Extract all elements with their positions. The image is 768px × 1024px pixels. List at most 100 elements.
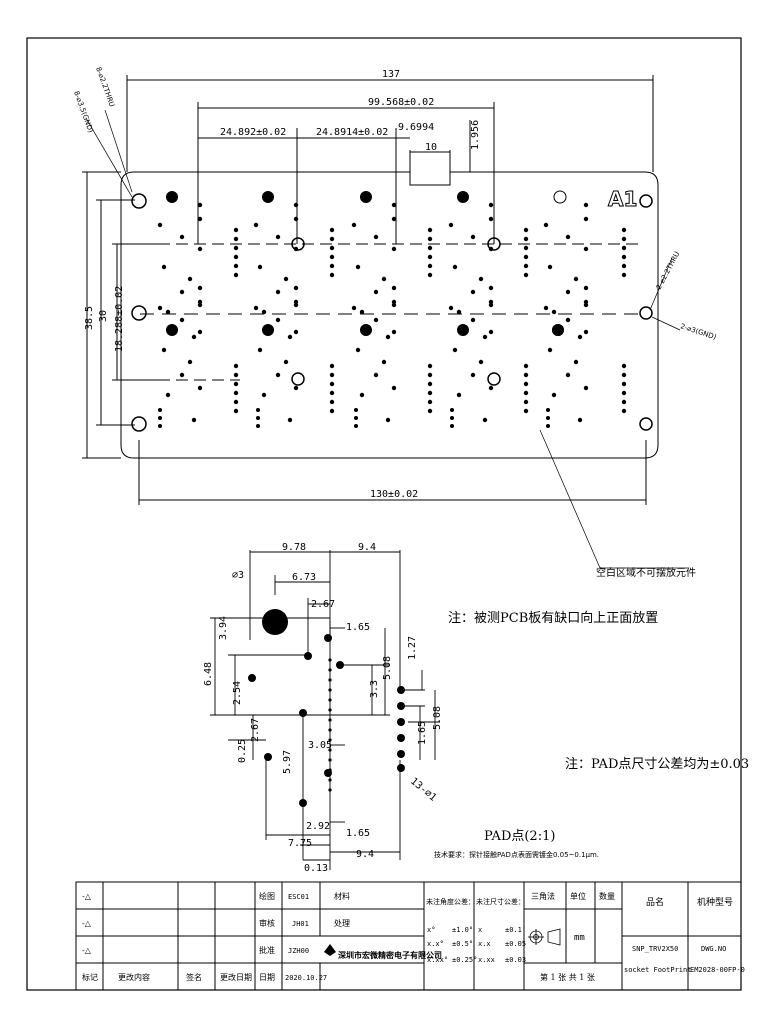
pad-dot [233,254,239,260]
pad-dot [293,299,299,305]
pad-dim-2-67a: 2.67 [311,599,335,610]
pad-dot [427,381,433,387]
dim-tol-1-key: x.x [478,940,491,948]
angle-tol-1-val: ±0.5° [452,940,473,948]
top-view [82,75,659,505]
pad-dot [157,222,163,228]
keepout-note: 空白区域不可摆放元件 [596,566,696,579]
dim-tol-2-val: ±0.03 [505,956,526,964]
pad-dot [523,245,529,251]
dim-tol-0-key: x [478,926,482,934]
pad-dot [329,263,335,269]
pad-dot [523,263,529,269]
pad-dot [621,263,627,269]
col-header-sign: 签名 [186,972,202,982]
pad-point [328,768,332,772]
pad-dot [577,334,583,340]
pad-dot [488,299,494,305]
thru-hole [487,237,501,251]
pad-point [328,668,332,672]
gnd-hole [131,193,147,209]
pad-dot [470,234,476,240]
pad-dot [543,305,549,311]
pad-dot [523,399,529,405]
pad-dot [551,309,557,315]
pad-dim-5-08b: 5.08 [432,706,443,730]
angle-tol-1-key: x.x° [427,940,444,948]
dim-height-30: 30 [98,310,109,322]
pad-point [264,753,272,761]
pad-dot [621,254,627,260]
dim-tol-2-key: x.xx [478,956,495,964]
name-label: 品名 [646,896,664,908]
pad-dot [391,385,397,391]
qty-label: 数量 [599,891,615,901]
pad-dot [197,216,203,222]
pad-dot [197,329,203,335]
model-label: 机种型号 [697,896,733,908]
pad-dim-5-97: 5.97 [282,750,293,774]
title-block-grid [75,881,742,991]
pad-point [299,799,307,807]
pad-dot [373,234,379,240]
dim-tol-0-val: ±0.1 [505,926,522,934]
sheet-info: 第 1 张 共 1 张 [540,972,595,982]
pad-dot [621,236,627,242]
pad-dot [256,424,260,428]
pad-dot [166,324,178,336]
pad-dot [253,222,259,228]
pad-dim-1-65a: 1.65 [346,622,370,633]
pad-dot [565,234,571,240]
pad-dot [621,372,627,378]
gnd-hole [131,305,147,321]
pad-point [328,738,332,742]
rev-mark-2: -△ [82,919,92,928]
pad-dot [543,222,549,228]
pad-point [397,734,405,742]
pad-dot [293,202,299,208]
pad-point [397,764,405,772]
top-view-ground-holes [131,190,653,432]
dim-notch-width: 10 [425,142,437,153]
pad-dot [233,272,239,278]
pad-dot [329,363,335,369]
pad-dot [283,359,289,365]
col-header-content: 更改内容 [118,972,150,982]
pad-dot [381,276,387,282]
pad-dot [427,254,433,260]
pad-dot [427,390,433,396]
pad-dot [482,417,488,423]
pad-dot [253,305,259,311]
gnd-hole [639,194,653,208]
pad-point [397,750,405,758]
pad-dot [329,372,335,378]
pad-dim-9-78: 9.78 [282,542,306,553]
pad-dot [583,385,589,391]
pad-dim-6-48: 6.48 [203,662,214,686]
note-orientation: 注：被测PCB板有缺口向上正面放置 [448,610,658,626]
pad-dot [191,334,197,340]
pad-point [262,609,288,635]
angle-tol-0-key: x° [427,926,435,934]
dim-height-row: 18.288±0.02 [114,286,125,352]
pad-dot [450,408,454,412]
dim-tol-title: 未注尺寸公差： [476,897,525,906]
pad-point [397,686,405,694]
unit-value: mm [574,933,585,943]
pad-dot [257,264,263,270]
pad-dot [427,245,433,251]
pad-dot [197,385,203,391]
pad-point [328,728,332,732]
pad-dot [233,372,239,378]
pad-dot [478,276,484,282]
pad-dot [287,334,293,340]
unit-label: 单位 [570,891,586,901]
pad-dot [293,216,299,222]
board-outline [120,171,659,459]
pad-dot [329,399,335,405]
pad-dot [523,236,529,242]
pad-dot [547,347,553,353]
pad-point [397,718,405,726]
pad-dot [583,246,589,252]
